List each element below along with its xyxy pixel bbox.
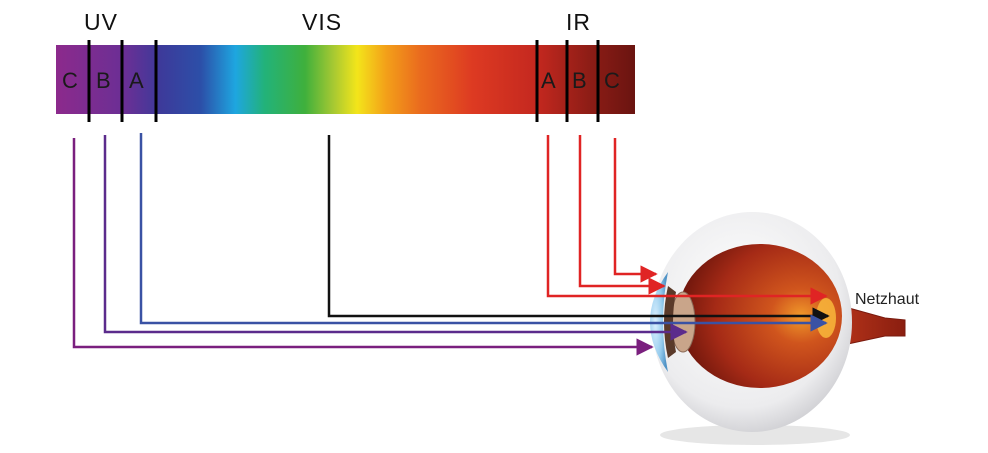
uv-a-arrow xyxy=(139,133,828,332)
retina-spot xyxy=(816,298,836,338)
retina-label: Netzhaut xyxy=(855,291,920,308)
eye-illustration xyxy=(650,212,906,445)
ir-b-arrow xyxy=(578,135,666,295)
ir-band-b: B xyxy=(572,68,587,93)
uv-b-arrow xyxy=(103,135,688,341)
ir-band-c: C xyxy=(604,68,620,93)
ir-header: IR xyxy=(566,9,591,35)
uv-band-b: B xyxy=(96,68,111,93)
uv-band-a: A xyxy=(129,68,144,93)
uv-header: UV xyxy=(84,9,118,35)
vis-header: VIS xyxy=(302,9,342,35)
uv-c-arrow xyxy=(72,138,654,356)
band-dividers xyxy=(87,40,600,122)
ir-a-arrow xyxy=(546,135,828,305)
ir-c-arrow xyxy=(613,138,658,283)
vis-arrow xyxy=(327,135,830,325)
ir-band-a: A xyxy=(541,68,556,93)
uv-band-c: C xyxy=(62,68,78,93)
eye-shadow xyxy=(660,425,850,445)
